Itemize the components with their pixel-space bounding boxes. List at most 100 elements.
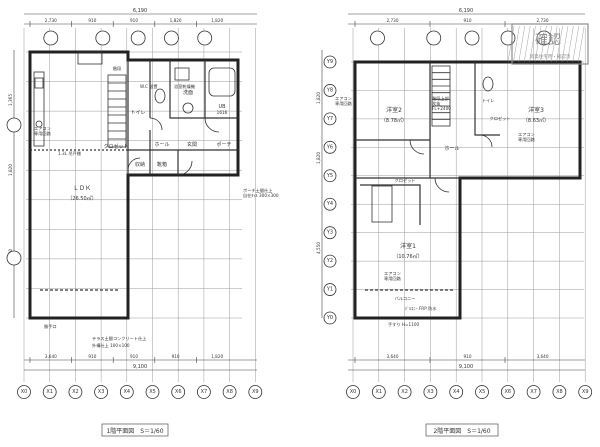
- note-stair: 階段上部吹抜: [432, 95, 449, 107]
- toilet-icon: [482, 76, 494, 92]
- row-label: Y9: [326, 59, 333, 65]
- room-hall: ホール: [154, 142, 169, 148]
- grid-marker-circle: [130, 30, 146, 46]
- stamp-frame: [511, 23, 589, 65]
- row-label: Y8: [326, 87, 333, 93]
- grid-marker-circle: [6, 250, 22, 266]
- door-swing: [409, 139, 425, 155]
- hatch-line: [518, 25, 525, 63]
- column-label: X3: [427, 389, 434, 395]
- door-swing: [127, 157, 141, 171]
- grid-marker-circle: [164, 30, 179, 46]
- top-dim-value: 2,730: [45, 18, 57, 23]
- room-ub-size: 1616: [217, 110, 228, 115]
- note-ceiling: FL+2400: [432, 106, 451, 111]
- column-marker-circle: [526, 385, 541, 399]
- grid-marker-circle: [6, 117, 22, 133]
- row-label: Y5: [326, 173, 333, 179]
- row-label: Y2: [326, 258, 333, 264]
- top-dim-value: 2,730: [537, 18, 549, 23]
- grid-marker-circle: [536, 30, 552, 46]
- column-marker-circle: [423, 385, 438, 399]
- hatch-line: [507, 25, 515, 63]
- row-label: Y0: [326, 315, 333, 321]
- grid-marker-circle: [95, 30, 111, 46]
- approval-stamp: 確認 新築住宅用・確認済: [507, 23, 589, 65]
- bathtub-icon: [208, 67, 236, 97]
- stair-1f: [107, 74, 127, 148]
- column-label: X1: [46, 389, 53, 395]
- top-dim-value: 2,730: [387, 18, 399, 23]
- hatch-line: [540, 25, 547, 63]
- column-marker-circle: [42, 385, 57, 399]
- door-swing: [204, 117, 220, 133]
- hatch-line: [561, 25, 569, 63]
- left-grid-markers: [6, 117, 22, 266]
- room-closet: クロゼット: [103, 143, 128, 150]
- stamp-hatch: [507, 25, 585, 63]
- bottom-total-dim: 9,100: [459, 364, 473, 370]
- column-label: X1: [375, 389, 382, 395]
- room-ldk-area: （26.50㎡）: [67, 195, 96, 202]
- room-stair: 階段: [113, 65, 122, 72]
- grid-marker-circle: [370, 30, 385, 46]
- closet-wall: [360, 184, 421, 225]
- column-label: X8: [556, 389, 563, 395]
- column-marker-circle: [449, 385, 464, 399]
- stair-steps: [108, 82, 126, 140]
- room-room3: 洋室3: [528, 106, 544, 114]
- door-swing: [479, 134, 493, 148]
- note-gaikou: 外構仕上 100×100: [92, 342, 130, 349]
- fridge-icon: [77, 51, 103, 65]
- column-marker-circle: [68, 385, 83, 399]
- row-marker-circle: [323, 55, 337, 69]
- left-dim-1: 1,820: [316, 92, 321, 104]
- note-kitchen-cabinet: 1.3L 吊戸棚: [58, 150, 81, 157]
- hatch-line: [551, 25, 558, 63]
- column-marker-circle: [346, 385, 360, 399]
- room-closet: クロゼット: [490, 115, 511, 122]
- note-aircon: エアコン専用回路: [34, 126, 52, 137]
- door-swing: [149, 117, 163, 131]
- row-label: Y1: [326, 287, 333, 293]
- column-marker-circle: [371, 385, 386, 399]
- top-grid-markers: [43, 30, 213, 46]
- doors-1f: [127, 117, 220, 176]
- plan1-caption: 1階平面図 S＝1/60: [106, 427, 163, 435]
- left-dim-2: 1,820: [8, 164, 13, 176]
- note-bath: 浴室乾燥機: [174, 83, 196, 90]
- column-marker-circle: [119, 385, 134, 399]
- room-room2: 洋室2: [386, 106, 402, 114]
- column-label: X0: [21, 389, 28, 395]
- hatch-line: [529, 25, 536, 63]
- hatch-line: [578, 25, 585, 63]
- room-balcony: バルコニー: [395, 296, 416, 301]
- column-marker-circle: [17, 385, 31, 399]
- column-label: X8: [226, 389, 233, 395]
- column-marker-circle: [475, 385, 489, 399]
- top-dim-value: 910: [130, 18, 138, 23]
- hatch-line: [534, 25, 542, 63]
- caption-box: [425, 423, 499, 437]
- top-dim-value: 910: [464, 18, 472, 23]
- row-marker-circle: [323, 311, 337, 325]
- door-swing: [434, 177, 450, 193]
- column-label: X6: [504, 389, 511, 395]
- row-marker-circle: [323, 140, 337, 154]
- row-label: Y4: [326, 201, 333, 207]
- note-balcony: ﾊﾞﾙｺﾆｰ FRP 防水: [405, 305, 437, 312]
- hatch-line: [572, 25, 579, 63]
- column-label: X2: [401, 389, 408, 395]
- stair-2f: [431, 65, 451, 127]
- stair-steps: [432, 72, 450, 120]
- door-swing: [177, 160, 193, 176]
- row-label: Y7: [326, 116, 333, 122]
- column-marker-circle: [145, 385, 160, 399]
- grid-marker-circle: [426, 30, 442, 46]
- stair-void: [371, 185, 393, 223]
- hatch-line: [513, 25, 520, 63]
